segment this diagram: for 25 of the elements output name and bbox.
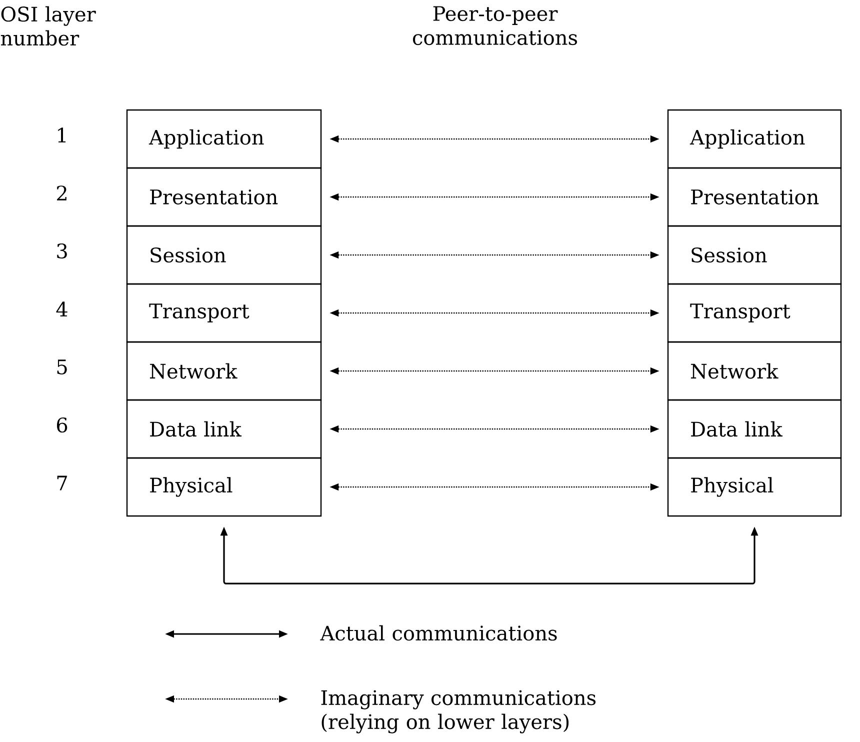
layer-box: Transport xyxy=(667,283,842,343)
layer-box: Network xyxy=(126,341,322,401)
layer-box: Physical xyxy=(126,457,322,517)
legend-text: Actual communications xyxy=(320,625,557,641)
layer-number: 6 xyxy=(56,417,68,433)
layer-box: Transport xyxy=(126,283,322,343)
legend-text: Imaginary communications (relying on lower layers) xyxy=(321,690,596,734)
layer-number: 3 xyxy=(57,243,67,259)
column-heading: Peer-to-peer communications xyxy=(412,6,577,46)
layer-number: 5 xyxy=(57,360,67,374)
layer-box: Presentation xyxy=(126,167,322,227)
layer-box: Session xyxy=(126,225,322,285)
layer-box: Physical xyxy=(667,457,842,517)
layer-box: Data link xyxy=(667,399,842,459)
layer-box: Application xyxy=(667,109,842,169)
layer-box: Data link xyxy=(126,399,322,459)
layer-number: 1 xyxy=(58,128,66,142)
layer-box: Session xyxy=(667,225,842,285)
column-heading: OSI layer number xyxy=(0,6,96,46)
layer-box: Application xyxy=(126,109,322,169)
layer-box: Network xyxy=(667,341,842,401)
layer-number: 2 xyxy=(57,186,66,200)
layer-number: 7 xyxy=(57,476,67,490)
layer-number: 4 xyxy=(56,302,68,316)
layer-box: Presentation xyxy=(667,167,842,227)
